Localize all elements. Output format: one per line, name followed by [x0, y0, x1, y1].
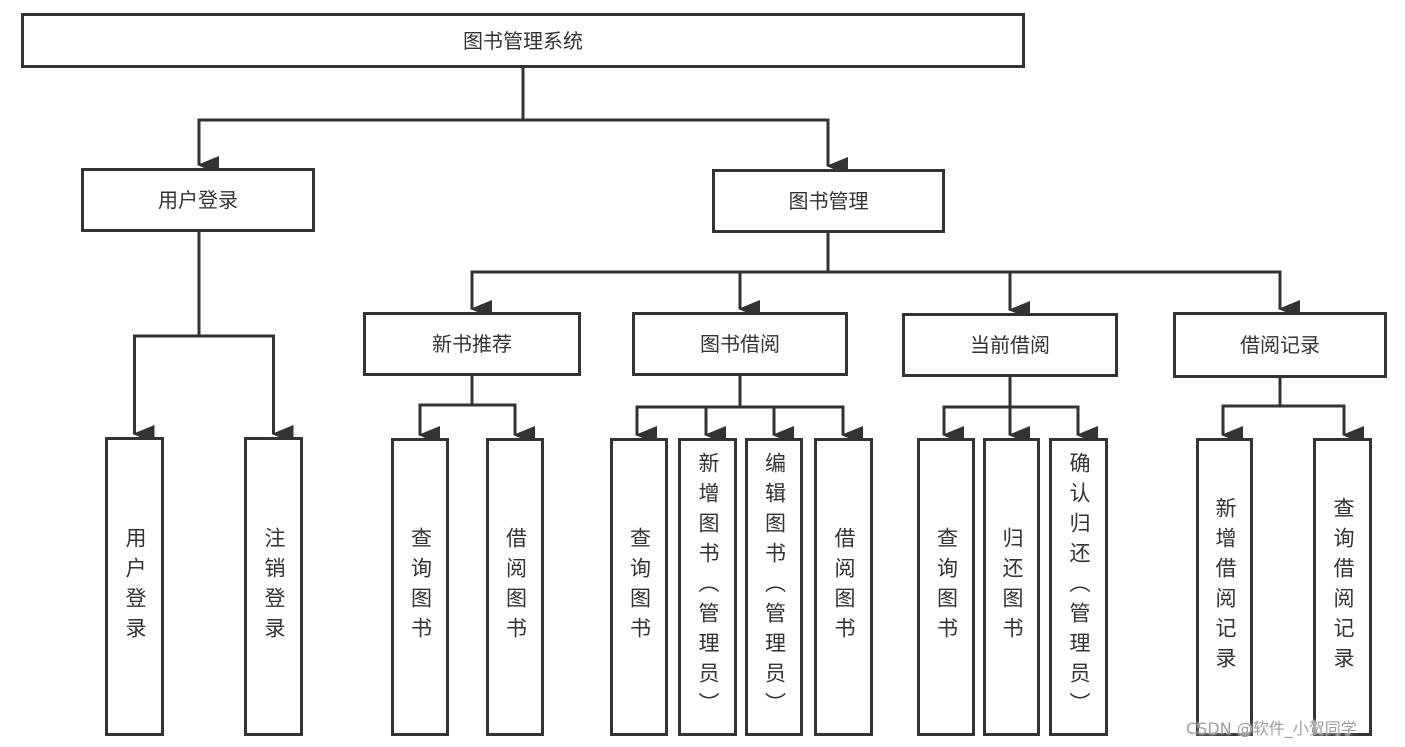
node-user-login-branch: 用户登录 — [81, 168, 315, 232]
csdn-watermark: CSDN @软件_小贺同学 — [1186, 719, 1357, 738]
node-root-system: 图书管理系统 — [21, 13, 1025, 68]
leaf-query-books-current: 查询图书 — [917, 438, 975, 736]
leaf-add-book-admin: 新增图书（管理员） — [678, 438, 737, 736]
node-new-book-recommend: 新书推荐 — [363, 312, 581, 376]
node-borrowing-records: 借阅记录 — [1173, 312, 1387, 378]
leaf-borrow-books-borrowing: 借阅图书 — [814, 438, 873, 736]
leaf-confirm-return-admin: 确认归还（管理员） — [1049, 438, 1108, 736]
leaf-logout: 注销登录 — [244, 437, 303, 736]
node-current-borrowing: 当前借阅 — [902, 313, 1118, 377]
leaf-add-borrow-record: 新增借阅记录 — [1196, 438, 1253, 736]
leaf-query-borrow-record: 查询借阅记录 — [1313, 438, 1372, 736]
leaf-return-books: 归还图书 — [983, 438, 1040, 736]
node-book-management-branch: 图书管理 — [712, 169, 945, 233]
leaf-user-login: 用户登录 — [105, 437, 164, 736]
leaf-borrow-books-recommend: 借阅图书 — [486, 438, 544, 736]
leaf-query-books-borrowing: 查询图书 — [610, 438, 668, 736]
node-book-borrowing: 图书借阅 — [632, 312, 848, 376]
leaf-query-books-recommend: 查询图书 — [391, 438, 449, 736]
leaf-edit-book-admin: 编辑图书（管理员） — [745, 438, 803, 736]
